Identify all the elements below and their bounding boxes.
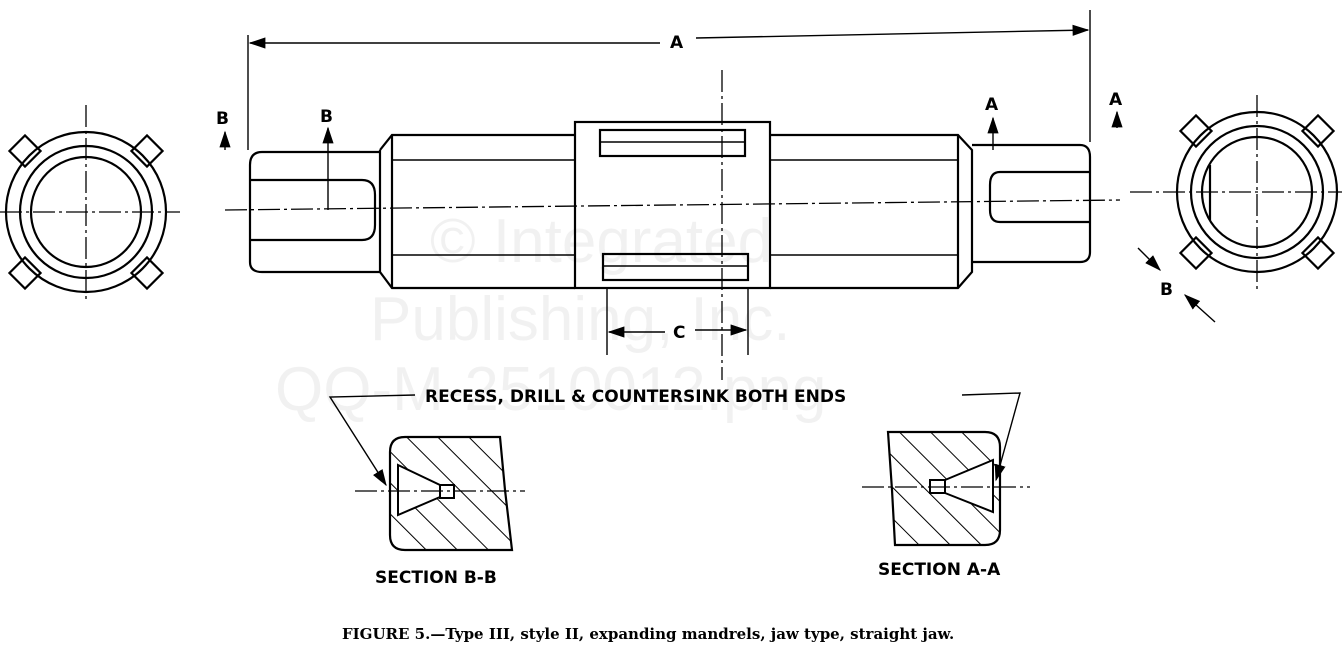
figure-caption: FIGURE 5.—Type III, style II, expanding … <box>342 625 954 643</box>
svg-text:Publishing, Inc.: Publishing, Inc. <box>370 285 790 354</box>
svg-text:RECESS, DRILL & COUNTERSINK B: RECESS, DRILL & COUNTERSINK BOTH ENDS <box>425 387 846 407</box>
note-callout: RECESS, DRILL & COUNTERSINK BOTH ENDS <box>328 387 1021 487</box>
svg-text:A: A <box>670 33 684 53</box>
section-aa: SECTION A-A <box>862 430 1030 580</box>
watermark: © Integrated Publishing, Inc. QQ-M-25100… <box>275 207 826 424</box>
svg-text:QQ-M-2510012.png: QQ-M-2510012.png <box>275 355 826 424</box>
svg-text:SECTION A-A: SECTION A-A <box>878 560 1001 580</box>
svg-text:B: B <box>216 109 229 129</box>
mandrel-side-view <box>224 70 1121 380</box>
svg-text:© Integrated: © Integrated <box>430 207 772 276</box>
svg-text:B: B <box>320 107 333 127</box>
svg-text:C: C <box>673 323 685 343</box>
left-end-view <box>0 105 180 300</box>
dimension-a: A <box>247 10 1091 150</box>
svg-text:A: A <box>1109 90 1123 110</box>
svg-text:SECTION B-B: SECTION B-B <box>375 568 497 588</box>
dimension-c: C <box>606 288 749 355</box>
section-bb: SECTION B-B <box>355 435 525 588</box>
right-end-view: B <box>1130 95 1342 323</box>
section-markers: B B A A <box>216 90 1123 210</box>
svg-text:A: A <box>985 95 999 115</box>
svg-text:B: B <box>1160 280 1173 300</box>
